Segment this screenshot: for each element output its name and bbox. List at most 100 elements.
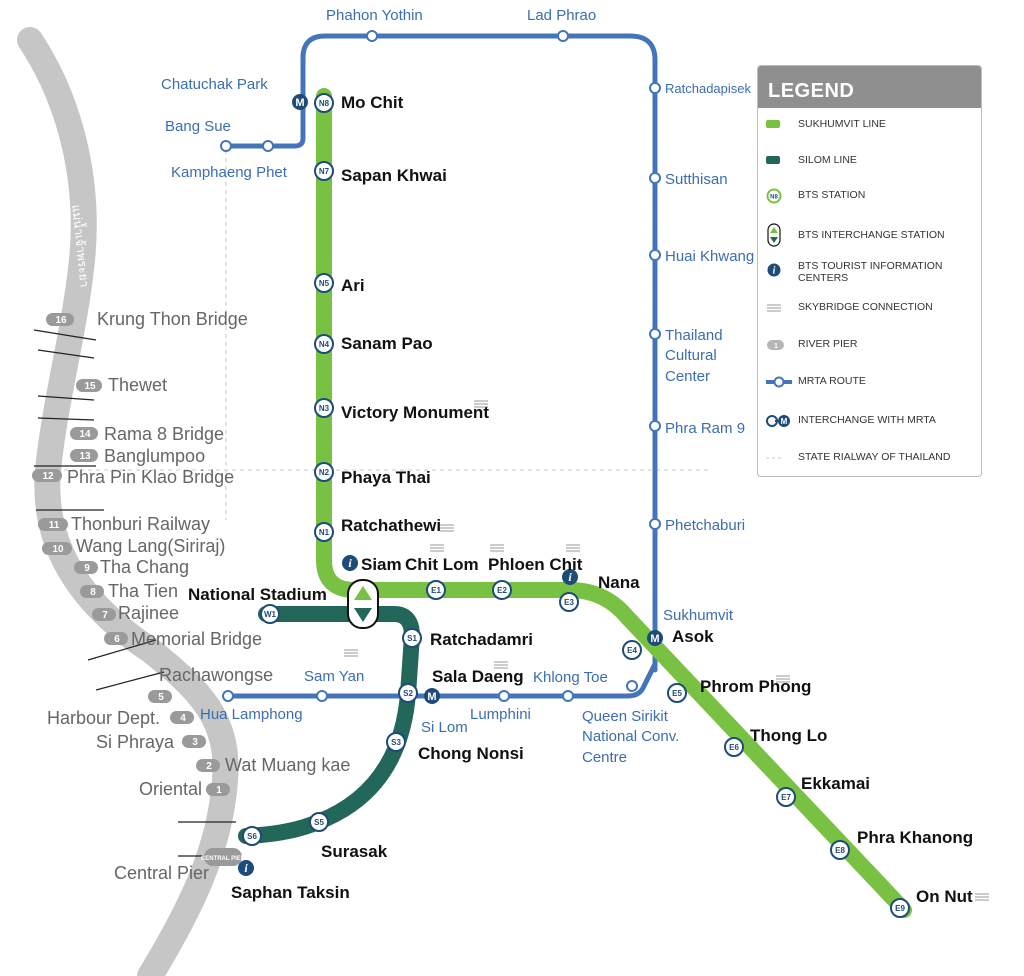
station-marker-n8: N8: [314, 93, 334, 113]
station-label-ekkamai: Ekkamai: [801, 774, 870, 793]
station-code: E1: [431, 586, 441, 595]
pier-code: 3: [192, 737, 198, 748]
pier-label: Krung Thon Bridge: [97, 309, 248, 329]
station-code: S5: [314, 818, 324, 827]
skybridge-marks: [344, 400, 989, 901]
mrta-label-phra-ram-9: Phra Ram 9: [665, 420, 745, 437]
silom-line-swatch: [766, 152, 786, 170]
pier-code: 13: [79, 451, 91, 462]
svg-text:M: M: [427, 691, 436, 703]
bts-station-icon: N8: [766, 187, 786, 205]
pier-code: 4: [180, 713, 186, 724]
station-marker-e4: E4: [622, 640, 642, 660]
mrta-station-dots: [220, 30, 661, 702]
legend-item-bts-station: N8 BTS STATION: [758, 185, 981, 205]
info-icon: i: [562, 569, 578, 585]
mrta-label-queen-sirikit-1: Queen Sirikit: [582, 708, 669, 725]
legend-item-mrta-route: MRTA ROUTE: [758, 371, 981, 391]
station-label-sanam-pao: Sanam Pao: [341, 334, 433, 353]
station-label-phaya-thai: Phaya Thai: [341, 468, 431, 487]
svg-text:M: M: [295, 97, 304, 109]
legend-label: INTERCHANGE WITH MRTA: [798, 414, 936, 426]
pier-label: Memorial Bridge: [131, 629, 262, 649]
station-marker-w1: W1: [260, 604, 280, 624]
mrta-label-queen-sirikit-2: National Conv.: [582, 728, 679, 745]
station-label-surasak: Surasak: [321, 842, 388, 861]
pier-3: 3 Si Phraya: [96, 732, 206, 752]
legend-item-info: i BTS TOURIST INFORMATION CENTERS: [758, 256, 981, 284]
station-code: E5: [672, 689, 682, 698]
pier-label: Si Phraya: [96, 732, 175, 752]
mrta-interchange-markers: M M M: [292, 94, 663, 704]
station-marker-n1: N1: [314, 522, 334, 542]
pier-code: 14: [79, 429, 91, 440]
station-label-nana: Nana: [598, 573, 640, 592]
pier-label: Tha Tien: [108, 581, 178, 601]
pier-code: 9: [84, 563, 90, 574]
pier-code: 11: [49, 520, 60, 531]
legend-title: LEGEND: [758, 66, 981, 108]
pier-code: 6: [114, 634, 120, 645]
station-code: N1: [319, 528, 330, 537]
station-label-sapan-khwai: Sapan Khwai: [341, 166, 447, 185]
station-label-saphan-taksin: Saphan Taksin: [231, 883, 350, 902]
station-marker-e7: E7: [776, 787, 796, 807]
legend-label: SKYBRIDGE CONNECTION: [798, 301, 933, 313]
legend-item-sukhumvit: SUKHUMVIT LINE: [758, 114, 981, 134]
legend-label: BTS INTERCHANGE STATION: [798, 229, 945, 241]
pier-label: Rachawongse: [159, 665, 273, 685]
mrta-label-bang-sue: Bang Sue: [165, 118, 231, 135]
legend-station-code: N8: [770, 195, 778, 201]
pier-code: 8: [90, 587, 96, 598]
station-marker-n3: N3: [314, 398, 334, 418]
pier-label: Harbour Dept.: [47, 708, 160, 728]
info-icon: i: [238, 860, 254, 876]
info-icon: i: [342, 555, 358, 571]
mrta-label-huai-khwang: Huai Khwang: [665, 248, 754, 265]
legend-label: SILOM LINE: [798, 154, 857, 166]
pier-9: 9 Tha Chang: [74, 557, 189, 577]
mrta-label-queen-sirikit-3: Centre: [582, 749, 627, 766]
pier-16: 16 Krung Thon Bridge: [46, 309, 248, 329]
bts-interchange-icon: [766, 223, 786, 247]
pier-label: Thewet: [108, 375, 167, 395]
svg-text:i: i: [348, 556, 352, 570]
mrta-label-center: Center: [665, 368, 710, 385]
mrta-interchange-icon: M: [766, 412, 790, 430]
mrta-label-khlong-toe: Khlong Toe: [533, 669, 608, 686]
station-marker-e6: E6: [724, 737, 744, 757]
station-marker-n7: N7: [314, 161, 334, 181]
station-label-ratchadamri: Ratchadamri: [430, 630, 533, 649]
mrta-label-hua-lamphong: Hua Lamphong: [200, 706, 303, 723]
station-marker-e1: E1: [426, 580, 446, 600]
station-code: E9: [895, 904, 905, 913]
mrta-label-ratchadapisek: Ratchadapisek: [665, 81, 751, 96]
info-icons: i i i: [238, 555, 578, 876]
mrta-label-lumphini: Lumphini: [470, 706, 531, 723]
station-marker-s6: S6: [242, 826, 262, 846]
station-code: N5: [319, 279, 330, 288]
station-marker-n5: N5: [314, 273, 334, 293]
svg-text:M: M: [781, 417, 788, 426]
pier-8: 8 Tha Tien: [80, 581, 178, 601]
station-label-sala-daeng: Sala Daeng: [432, 667, 524, 686]
pier-label: Tha Chang: [100, 557, 189, 577]
mrta-label-kamphaeng-phet: Kamphaeng Phet: [171, 164, 288, 181]
svg-text:1: 1: [774, 343, 778, 350]
station-code: N3: [319, 404, 330, 413]
pier-label: Central Pier: [114, 863, 209, 883]
station-label-phloen-chit: Phloen Chit: [488, 555, 583, 574]
siam-interchange-icon: [347, 579, 379, 629]
pier-code: 15: [84, 381, 96, 392]
station-code: N4: [319, 340, 330, 349]
pier-label: Wang Lang(Siriraj): [76, 536, 225, 556]
station-marker-n4: N4: [314, 334, 334, 354]
pier-code: 16: [55, 315, 67, 326]
mrta-interchange-icon: M: [292, 94, 308, 110]
